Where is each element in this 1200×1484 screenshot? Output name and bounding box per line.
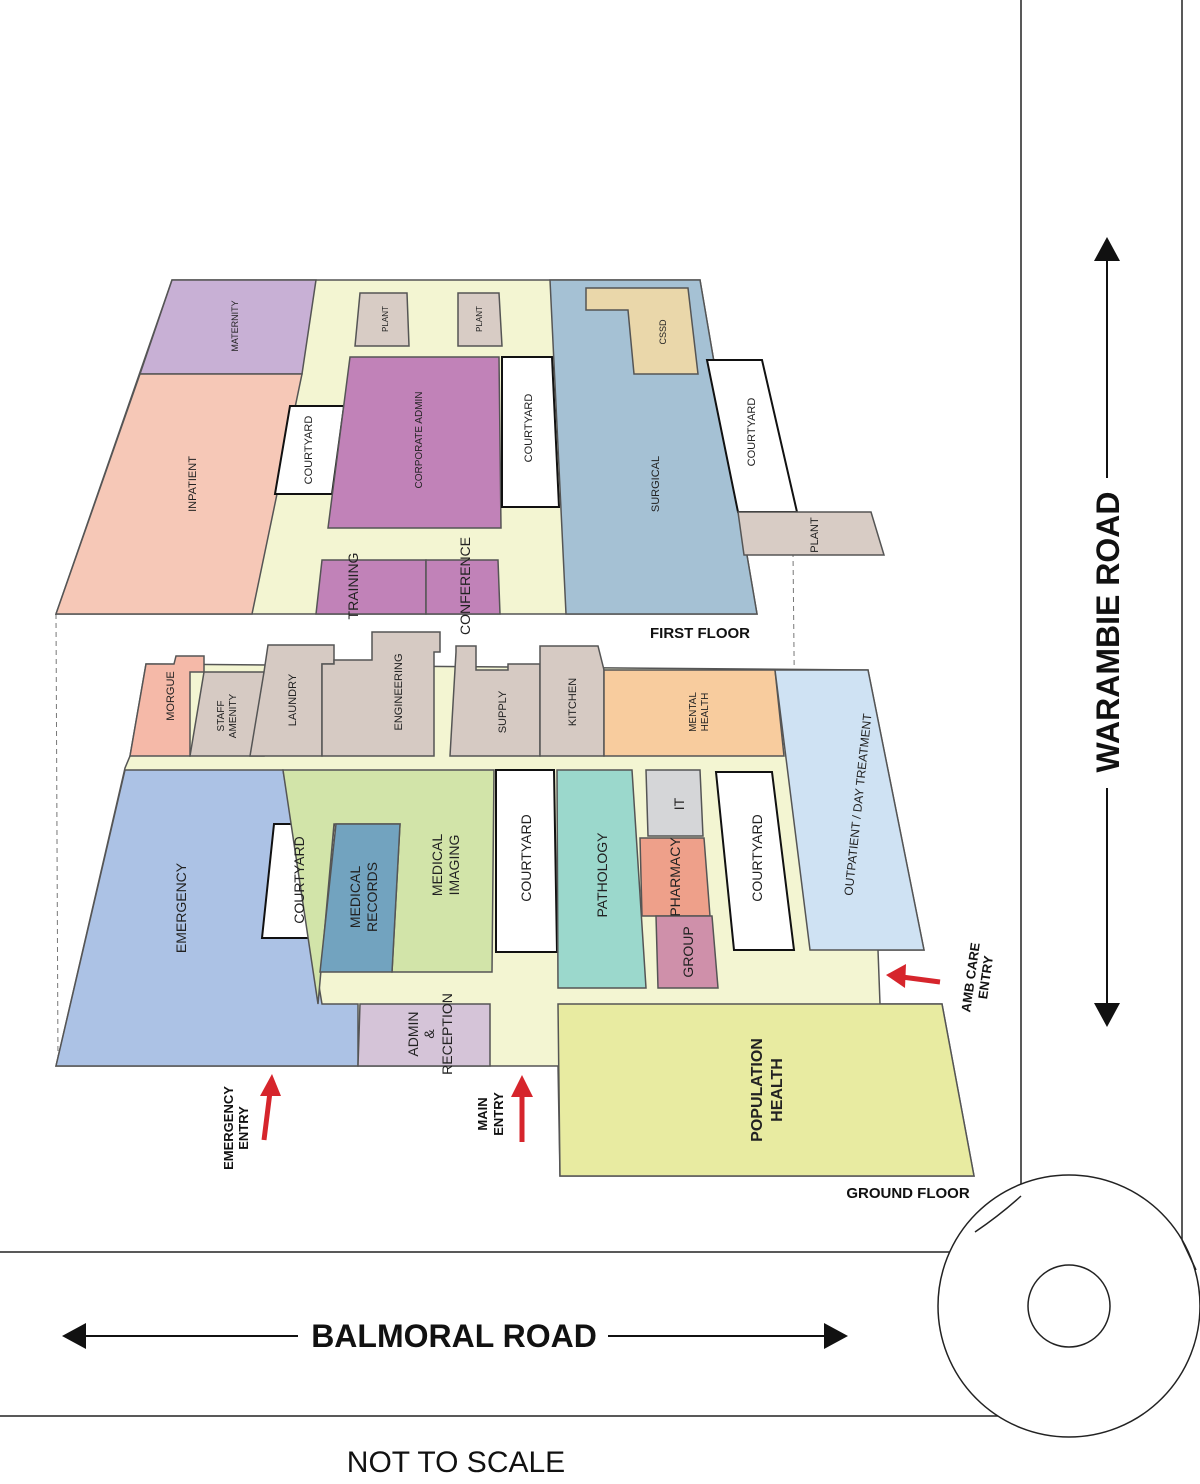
label-morgue: MORGUE xyxy=(165,671,177,721)
room-inpatient[interactable] xyxy=(54,373,303,615)
room-supply[interactable] xyxy=(449,645,541,757)
room-corporate-admin[interactable] xyxy=(327,356,502,529)
label-plant-b: PLANT xyxy=(475,306,484,332)
ground-floor-label: GROUND FLOOR xyxy=(846,1185,969,1202)
label-engineering: ENGINEERING xyxy=(393,653,405,730)
label-courtyard-a-ground: COURTYARD xyxy=(291,836,307,923)
label-admin-reception-1: ADMIN xyxy=(405,1011,421,1056)
main-entry: MAIN ENTRY xyxy=(475,1075,533,1142)
room-mental-health[interactable] xyxy=(603,669,785,757)
emergency-entry-label-1: EMERGENCY xyxy=(221,1086,236,1170)
label-medical-imaging-2: IMAGING xyxy=(446,835,462,896)
room-courtyard-b[interactable] xyxy=(501,356,561,508)
label-courtyard-b: COURTYARD xyxy=(523,394,535,463)
label-courtyard-b-ground: COURTYARD xyxy=(518,814,534,901)
emergency-entry-arrow-shaft xyxy=(261,1091,273,1141)
amb-care-entry-arrow-shaft xyxy=(901,974,941,985)
label-training: TRAINING xyxy=(345,553,361,620)
label-inpatient: INPATIENT xyxy=(187,456,199,512)
label-population-health-2: HEALTH xyxy=(769,1058,786,1122)
label-mental-health-2: HEALTH xyxy=(700,693,711,732)
label-admin-reception-2: & xyxy=(421,1029,437,1039)
room-plant-a[interactable] xyxy=(354,292,410,347)
label-staff-amenity-1: STAFF xyxy=(216,701,227,732)
room-outpatient-day-treatment[interactable] xyxy=(774,669,925,951)
label-corporate-admin: CORPORATE ADMIN xyxy=(414,391,425,488)
warambie-arrow-down-head xyxy=(1094,1003,1120,1027)
balmoral-arrow-right-head xyxy=(824,1323,848,1349)
emergency-entry-label-2: ENTRY xyxy=(236,1106,251,1150)
room-conference[interactable] xyxy=(425,559,501,615)
connector-left xyxy=(55,613,59,1065)
label-courtyard-c-ground: COURTYARD xyxy=(749,814,765,901)
road-curve-left xyxy=(974,1195,1022,1233)
label-pathology: PATHOLOGY xyxy=(594,832,610,918)
label-surgical: SURGICAL xyxy=(650,456,662,512)
label-medical-records-2: RECORDS xyxy=(364,862,380,932)
label-plant-a: PLANT xyxy=(381,306,390,332)
roundabout-island xyxy=(1027,1264,1111,1348)
road-curve-right xyxy=(1181,1239,1197,1271)
label-medical-records-1: MEDICAL xyxy=(347,866,363,928)
emergency-entry: EMERGENCY ENTRY xyxy=(221,1074,281,1170)
label-it: IT xyxy=(671,797,687,810)
label-kitchen: KITCHEN xyxy=(567,678,579,726)
room-courtyard-c-ground[interactable] xyxy=(714,771,796,951)
room-cssd[interactable] xyxy=(585,287,699,375)
room-training[interactable] xyxy=(315,559,427,615)
amb-care-entry-arrow-head xyxy=(886,964,906,988)
warambie-arrow-up-head xyxy=(1094,237,1120,261)
room-medical-records[interactable] xyxy=(319,823,401,973)
first-floor: MATERNITY INPATIENT PLANT PLANT COURTYAR… xyxy=(54,279,886,642)
amb-care-entry-label-2: ENTRY xyxy=(975,954,996,1000)
room-admin-reception[interactable] xyxy=(357,1003,491,1067)
label-courtyard-c: COURTYARD xyxy=(746,398,758,467)
amb-care-entry: AMB CARE ENTRY xyxy=(886,941,996,1013)
room-group[interactable] xyxy=(655,915,719,989)
label-plant-c: PLANT xyxy=(809,517,821,553)
balmoral-arrow-left-head xyxy=(62,1323,86,1349)
room-plant-b[interactable] xyxy=(457,292,503,347)
warambie-road-label: WARAMBIE ROAD xyxy=(1090,492,1126,773)
main-entry-arrow-head xyxy=(511,1075,533,1097)
label-mental-health-1: MENTAL xyxy=(688,692,699,732)
first-floor-label: FIRST FLOOR xyxy=(650,625,750,642)
label-pharmacy: PHARMACY xyxy=(667,837,683,917)
room-courtyard-b-ground[interactable] xyxy=(495,769,559,953)
room-plant-c[interactable] xyxy=(737,511,886,556)
label-supply: SUPPLY xyxy=(497,690,509,733)
label-medical-imaging-1: MEDICAL xyxy=(429,834,445,896)
label-group: GROUP xyxy=(680,926,696,977)
main-entry-label-2: ENTRY xyxy=(491,1092,506,1136)
label-population-health-1: POPULATION xyxy=(749,1038,766,1142)
ground-floor: MORGUE STAFF AMENITY LAUNDRY ENGINEERING… xyxy=(55,631,996,1202)
emergency-entry-arrow-head xyxy=(260,1074,281,1096)
room-engineering[interactable] xyxy=(321,631,441,757)
room-pathology[interactable] xyxy=(556,769,647,989)
room-surgical[interactable] xyxy=(549,279,758,615)
room-it[interactable] xyxy=(645,769,704,837)
label-maternity: MATERNITY xyxy=(230,300,240,351)
label-courtyard-a: COURTYARD xyxy=(303,416,315,485)
balmoral-road-label: BALMORAL ROAD xyxy=(311,1318,597,1354)
label-emergency: EMERGENCY xyxy=(173,862,189,953)
not-to-scale-note: NOT TO SCALE xyxy=(347,1446,565,1479)
label-cssd: CSSD xyxy=(658,319,668,345)
label-staff-amenity-2: AMENITY xyxy=(228,693,239,738)
label-conference: CONFERENCE xyxy=(457,537,473,635)
label-laundry: LAUNDRY xyxy=(287,673,299,726)
label-admin-reception-3: RECEPTION xyxy=(439,993,455,1075)
main-entry-label-1: MAIN xyxy=(475,1097,490,1130)
room-population-health[interactable] xyxy=(557,1003,975,1177)
